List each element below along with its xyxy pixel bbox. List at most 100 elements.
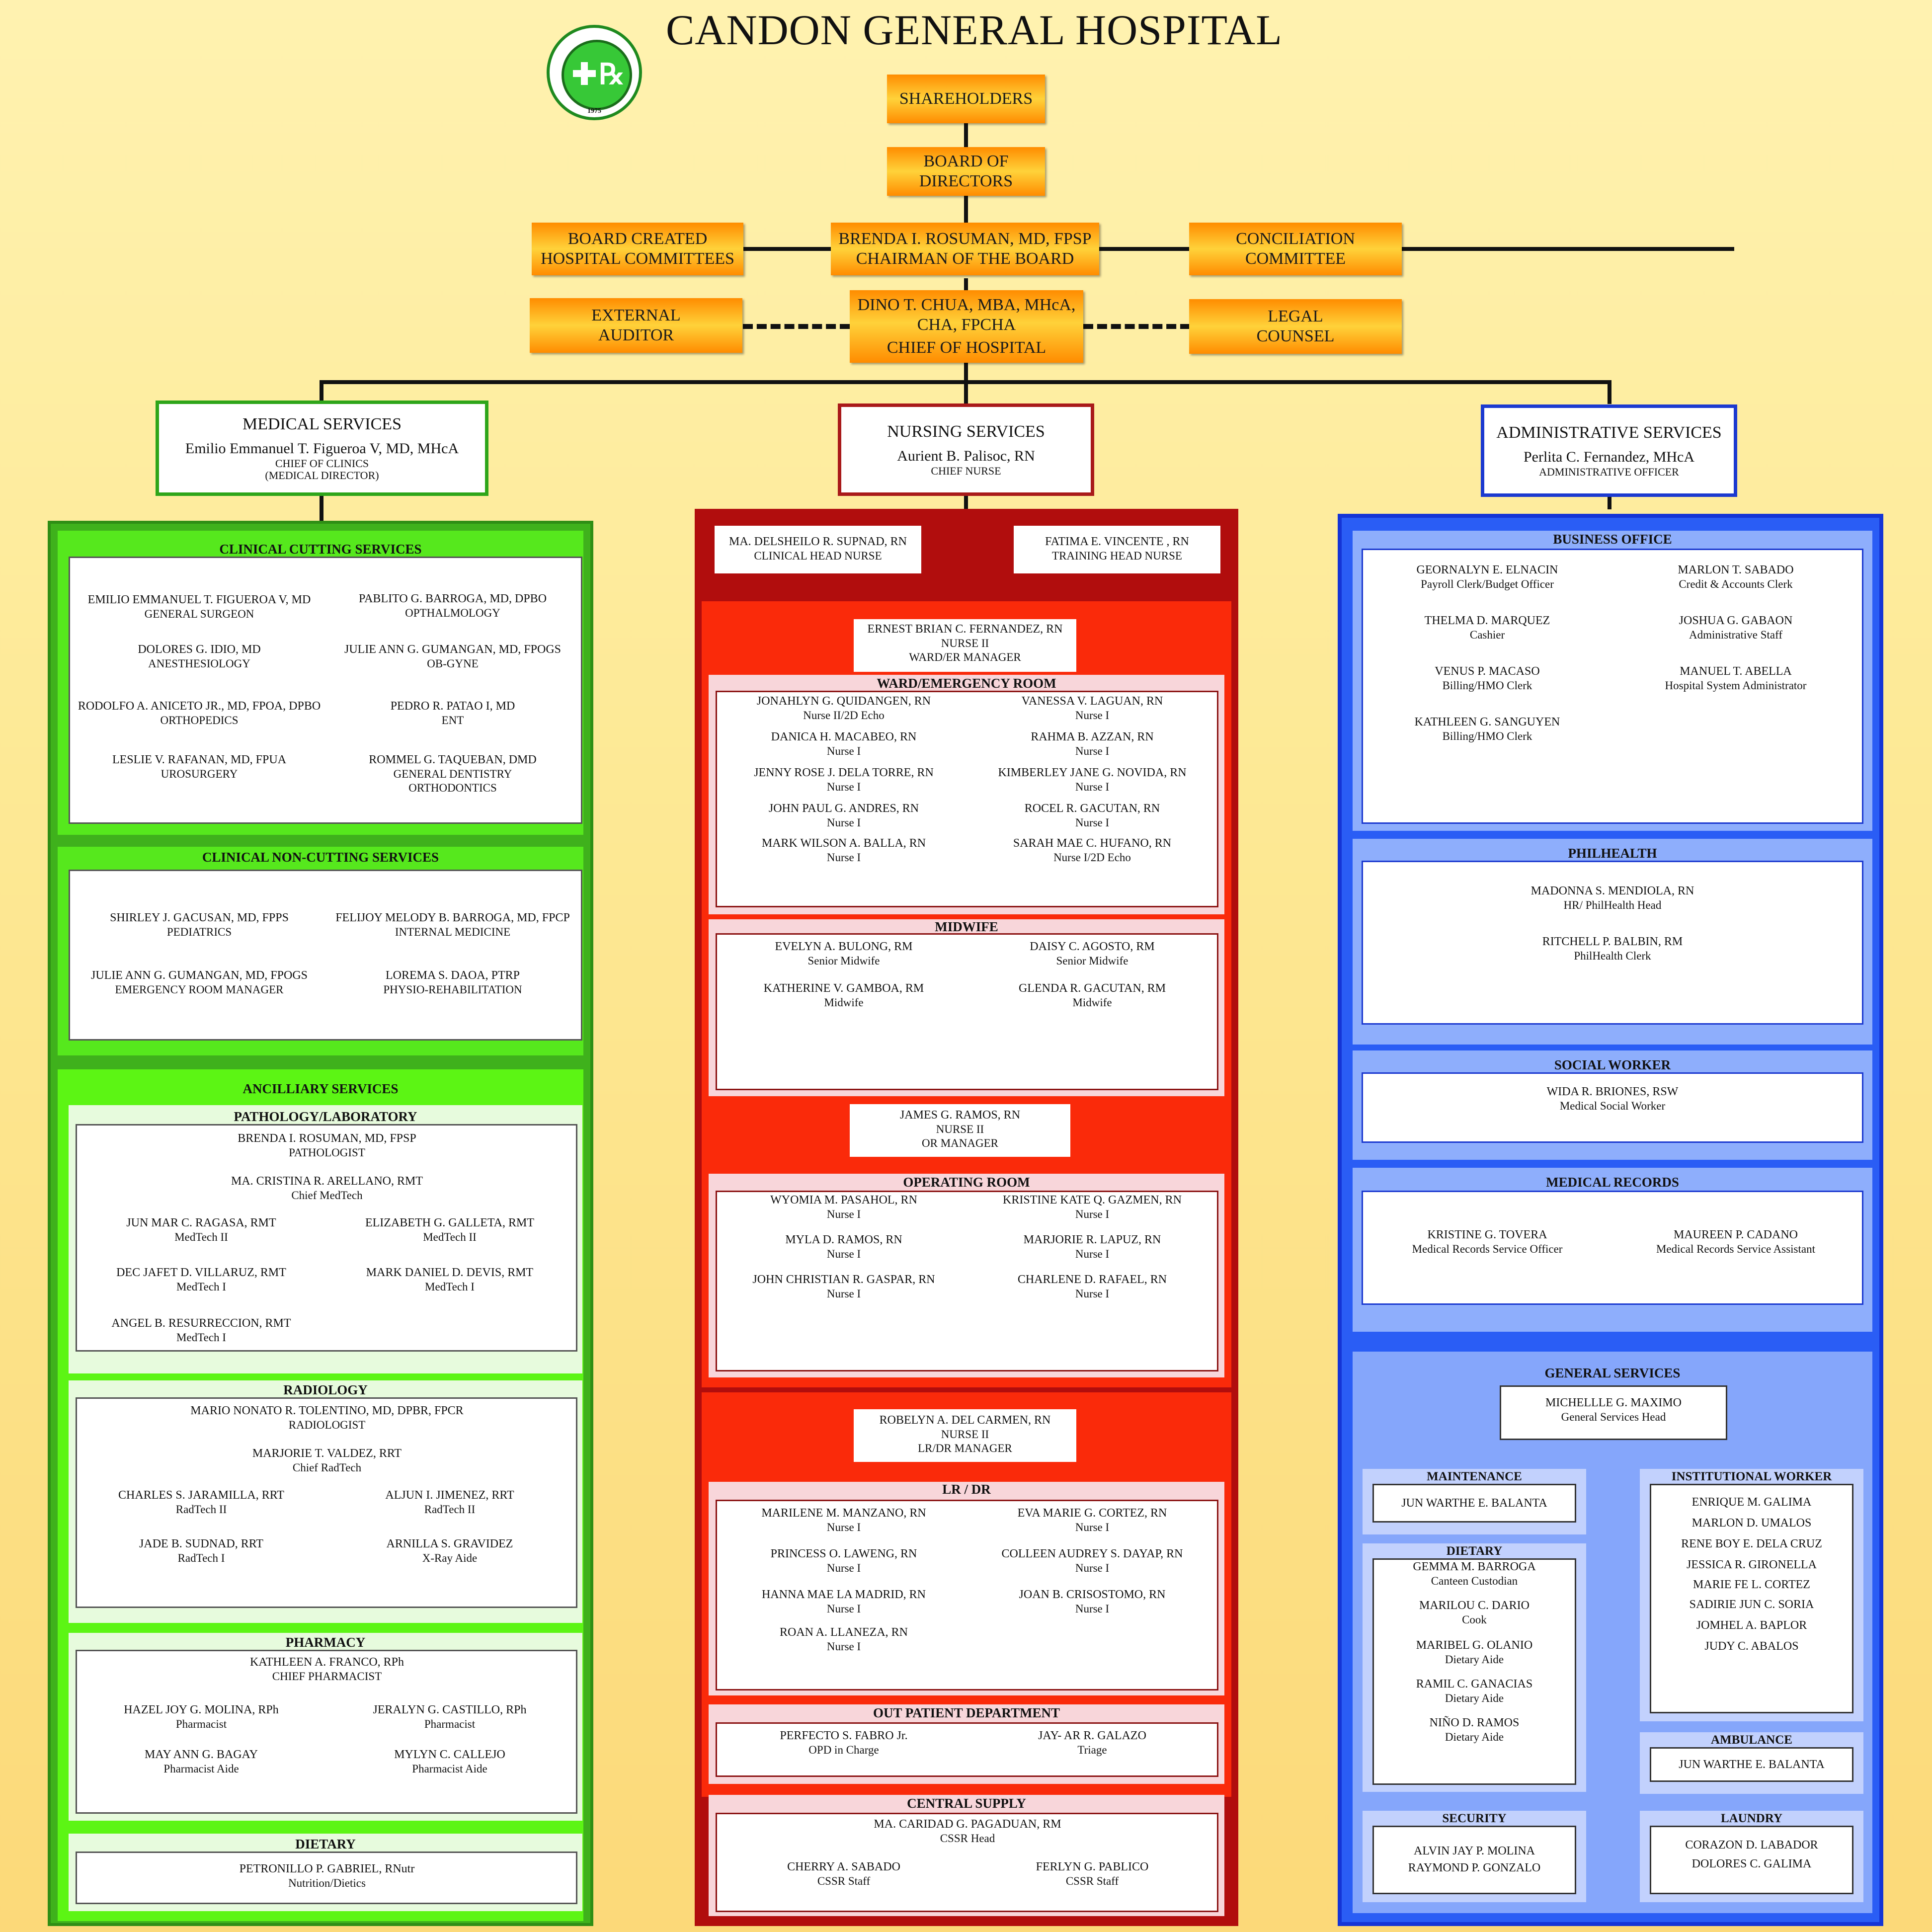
central-supply-label: CENTRAL SUPPLY	[907, 1796, 1026, 1811]
person-role: PATHOLOGIST	[289, 1146, 365, 1159]
person-role: Nurse I	[1075, 1521, 1110, 1534]
person-role: EMERGENCY ROOM MANAGER	[115, 983, 284, 996]
person-name: MAY ANN G. BAGAY	[144, 1748, 258, 1761]
person-name: JESSICA R. GIRONELLA	[1686, 1558, 1817, 1571]
person-role: MedTech II	[423, 1231, 477, 1244]
person-role: GENERAL SURGEON	[144, 608, 254, 621]
person-role: Nurse I	[826, 745, 861, 758]
person-role: MedTech I	[176, 1331, 226, 1344]
person-name: MARILENE M. MANZANO, RN	[761, 1507, 926, 1520]
person-name: DANICA H. MACABEO, RN	[771, 730, 917, 743]
person-name: JUN WARTHE E. BALANTA	[1401, 1497, 1547, 1510]
admin-head-name: Perlita C. Fernandez, MHcA	[1523, 449, 1695, 466]
person-role: RadTech II	[175, 1503, 227, 1516]
connector-line	[964, 494, 968, 509]
person-role: Pharmacist Aide	[163, 1763, 239, 1775]
person-card: PERFECTO S. FABRO Jr.OPD in Charge	[717, 1729, 970, 1757]
person-name: PEDRO R. PATAO I, MD	[390, 700, 515, 713]
person-name: GEORNALYN E. ELNACIN	[1416, 564, 1558, 576]
admin-services-title: ADMINISTRATIVE SERVICES	[1496, 423, 1722, 442]
legal-label-2: COUNSEL	[1256, 327, 1335, 345]
person-name: WIDA R. BRIONES, RSW	[1546, 1085, 1679, 1098]
lr-label: LR / DR	[942, 1482, 991, 1497]
maintenance-section: MAINTENANCE JUN WARTHE E. BALANTA	[1363, 1469, 1586, 1534]
person-role: ANESTHESIOLOGY	[148, 657, 250, 670]
business-office-label: BUSINESS OFFICE	[1553, 532, 1672, 547]
chief-name-2: CHA, FPCHA	[917, 315, 1016, 334]
page-title: CANDON GENERAL HOSPITAL	[666, 6, 1283, 54]
person-name: CHARLES S. JARAMILLA, RRT	[118, 1489, 284, 1502]
person-role: Midwife	[1072, 996, 1112, 1009]
connector-line	[320, 494, 323, 524]
person-role: Nurse I	[1075, 1288, 1110, 1300]
person-name: PETRONILLO P. GABRIEL, RNutr	[239, 1862, 415, 1875]
dietary-label: DIETARY	[295, 1837, 356, 1852]
person-name: FELIJOY MELODY B. BARROGA, MD, FPCP	[335, 911, 570, 924]
person-name: SHIRLEY J. GACUSAN, MD, FPPS	[110, 911, 289, 924]
committees-label-1: BOARD CREATED	[567, 229, 708, 248]
radiology-section: RADIOLOGY MARIO NONATO R. TOLENTINO, MD,…	[69, 1380, 582, 1623]
person-role: OR MANAGER	[922, 1137, 998, 1150]
philhealth-label: PHILHEALTH	[1568, 846, 1657, 861]
person-role: UROSURGERY	[161, 768, 238, 781]
admin-head-title: ADMINISTRATIVE OFFICER	[1539, 465, 1679, 478]
person-name: KRISTINE KATE Q. GAZMEN, RN	[1003, 1194, 1182, 1207]
shareholders-box: SHAREHOLDERS	[887, 75, 1045, 123]
legal-counsel-box: LEGAL COUNSEL	[1189, 299, 1402, 354]
person-role: Pharmacist	[424, 1718, 476, 1731]
board-label-1: BOARD OF	[923, 152, 1009, 170]
person-name: ERNEST BRIAN C. FERNANDEZ, RN	[867, 623, 1063, 636]
person-role: Billing/HMO Clerk	[1442, 679, 1532, 692]
clinical-non-cutting-section: CLINICAL NON-CUTTING SERVICES SHIRLEY J.…	[58, 847, 583, 1055]
person-name: PRINCESS O. LAWENG, RN	[770, 1547, 917, 1560]
person-role: Triage	[1077, 1744, 1107, 1757]
radiology-box: MARIO NONATO R. TOLENTINO, MD, DPBR, FPC…	[76, 1397, 577, 1608]
person-role: Nurse I	[826, 1562, 861, 1575]
general-services-label: GENERAL SERVICES	[1544, 1366, 1681, 1380]
person-role: ENT	[441, 714, 464, 727]
person-name: VANESSA V. LAGUAN, RN	[1021, 695, 1163, 708]
connector-line	[964, 191, 968, 223]
person-name: RAHMA B. AZZAN, RN	[1031, 730, 1154, 743]
pharmacy-label: PHARMACY	[285, 1635, 366, 1650]
person-name: PABLITO G. BARROGA, MD, DPBO	[358, 592, 547, 605]
medical-head-title-1: CHIEF OF CLINICS	[275, 457, 369, 470]
person-name: RITCHELL P. BALBIN, RM	[1542, 935, 1683, 948]
chief-name-1: DINO T. CHUA, MBA, MHcA,	[857, 295, 1076, 314]
or-label: OPERATING ROOM	[903, 1175, 1030, 1190]
person-role: Nurse I	[1075, 781, 1110, 794]
